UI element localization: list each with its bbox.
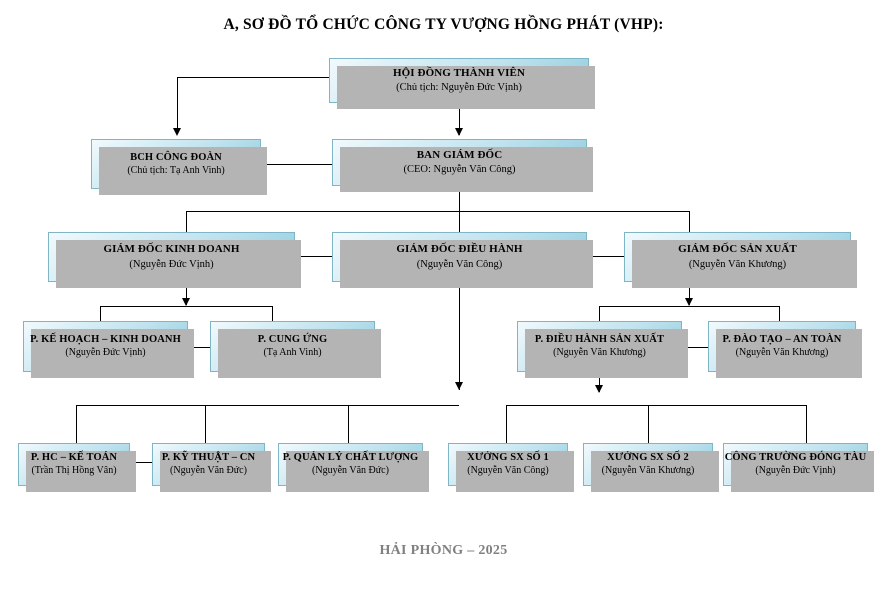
page-title: A, SƠ ĐỒ TỔ CHỨC CÔNG TY VƯỢNG HỒNG PHÁT… <box>223 16 664 33</box>
node-p-quan-ly-chat-luong[interactable]: P. QUẢN LÝ CHẤT LƯỢNG (Nguyễn Văn Đức) <box>278 443 429 492</box>
node-cong-truong-dong-tau[interactable]: CÔNG TRƯỜNG ĐÓNG TÀU (Nguyễn Đức Vịnh) <box>723 443 874 492</box>
connector-director-bus <box>186 211 689 212</box>
arrow-gdkd-down <box>182 298 190 306</box>
node-title: BCH CÔNG ĐOÀN <box>130 151 222 163</box>
node-title: HỘI ĐỒNG THÀNH VIÊN <box>393 66 525 79</box>
node-person: (Nguyễn Đức Vịnh) <box>65 347 146 359</box>
connector-gddh-down <box>459 282 460 390</box>
connector-bgd-down <box>459 186 460 211</box>
connector-bus-to-xsx2 <box>648 405 649 443</box>
node-person: (Nguyễn Văn Đức) <box>170 465 247 477</box>
connector-pkhkd-to-pcu <box>188 347 210 348</box>
node-title: GIÁM ĐỐC KINH DOANH <box>103 243 240 256</box>
node-person: (Nguyễn Văn Khương) <box>688 258 787 270</box>
node-person: (Nguyễn Văn Đức) <box>312 465 389 477</box>
node-title: CÔNG TRƯỜNG ĐÓNG TÀU <box>724 452 867 464</box>
node-person: (Chủ tịch: Tạ Anh Vinh) <box>127 164 225 176</box>
node-giam-doc-dieu-hanh[interactable]: GIÁM ĐỐC ĐIỀU HÀNH (Nguyễn Văn Công) <box>332 232 593 288</box>
node-person: (Trần Thị Hồng Vân) <box>31 465 117 477</box>
node-title: P. KỸ THUẬT – CN <box>161 452 256 464</box>
node-p-hc-ke-toan[interactable]: P. HC – KẾ TOÁN (Trần Thị Hồng Vân) <box>18 443 136 492</box>
connector-pdhsx-down <box>599 372 600 392</box>
node-xuong-sx-so-1[interactable]: XƯỞNG SX SỐ 1 (Nguyễn Văn Công) <box>448 443 574 492</box>
connector-gdkd-down <box>186 282 187 305</box>
arrow-hdtv-to-bch <box>173 128 181 136</box>
node-title: GIÁM ĐỐC ĐIỀU HÀNH <box>396 243 523 256</box>
node-title: BAN GIÁM ĐỐC <box>416 148 503 161</box>
connector-bus-to-pktcn <box>205 405 206 443</box>
connector-gdsx-down <box>689 282 690 305</box>
node-xuong-sx-so-2[interactable]: XƯỞNG SX SỐ 2 (Nguyễn Văn Khương) <box>583 443 719 492</box>
connector-gdkd-sub-bus <box>100 306 272 307</box>
arrow-pdhsx-down <box>595 385 603 393</box>
node-giam-doc-san-xuat[interactable]: GIÁM ĐỐC SẢN XUẤT (Nguyễn Văn Khương) <box>624 232 857 288</box>
node-title: XƯỞNG SX SỐ 2 <box>607 452 689 464</box>
connector-gdsx-bus-to-pdtat <box>779 306 780 321</box>
arrow-gdsx-down <box>685 298 693 306</box>
connector-bus-to-phckt <box>76 405 77 443</box>
node-title: P. ĐÀO TẠO – AN TOÀN <box>722 334 842 346</box>
node-p-ky-thuat-cn[interactable]: P. KỸ THUẬT – CN (Nguyễn Văn Đức) <box>152 443 271 492</box>
node-person: (Nguyễn Văn Công) <box>416 258 503 270</box>
node-person: (Nguyễn Văn Khương) <box>553 347 646 359</box>
node-p-cung-ung[interactable]: P. CUNG ỨNG (Tạ Anh Vinh) <box>210 321 381 378</box>
connector-pdhsx-to-pdtat <box>682 347 708 348</box>
connector-gdkd-to-gddh <box>295 256 332 257</box>
node-person: (Nguyễn Đức Vịnh) <box>755 465 836 477</box>
node-title: P. CUNG ỨNG <box>257 334 328 346</box>
connector-phckt-to-pktcn <box>130 462 152 463</box>
connector-bch-to-bgd <box>261 164 332 165</box>
connector-hdtv-to-bch-horizontal <box>177 77 329 78</box>
node-ban-giam-doc[interactable]: BAN GIÁM ĐỐC (CEO: Nguyễn Văn Công) <box>332 139 593 192</box>
connector-hdtv-to-bgd <box>459 103 460 135</box>
node-title: P. ĐIỀU HÀNH SẢN XUẤT <box>534 334 665 346</box>
node-person: (Nguyễn Văn Khương) <box>735 347 829 359</box>
node-p-dieu-hanh-san-xuat[interactable]: P. ĐIỀU HÀNH SẢN XUẤT (Nguyễn Văn Khương… <box>517 321 688 378</box>
connector-bus-to-xsx1 <box>506 405 507 443</box>
connector-gdsx-bus-to-pdhsx <box>599 306 600 321</box>
node-person: (CEO: Nguyễn Văn Công) <box>403 164 516 176</box>
node-person: (Tạ Anh Vinh) <box>263 347 322 359</box>
arrow-hdtv-to-bgd <box>455 128 463 136</box>
node-person: (Chủ tịch: Nguyễn Đức Vịnh) <box>396 82 522 94</box>
connector-gdkd-bus-to-pcu <box>272 306 273 321</box>
connector-gddh-to-gdsx <box>587 256 624 257</box>
node-person: (Nguyễn Văn Công) <box>467 465 549 477</box>
connector-bus-to-gddh <box>459 211 460 232</box>
node-title: P. HC – KẾ TOÁN <box>30 452 118 464</box>
node-giam-doc-kinh-doanh[interactable]: GIÁM ĐỐC KINH DOANH (Nguyễn Đức Vịnh) <box>48 232 301 288</box>
node-p-ke-hoach-kinh-doanh[interactable]: P. KẾ HOẠCH – KINH DOANH (Nguyễn Đức Vịn… <box>23 321 194 378</box>
arrow-gddh-down <box>455 382 463 390</box>
connector-bus-to-gdsx <box>689 211 690 232</box>
node-bch-cong-doan[interactable]: BCH CÔNG ĐOÀN (Chủ tịch: Tạ Anh Vinh) <box>91 139 267 195</box>
node-title: GIÁM ĐỐC SẢN XUẤT <box>678 243 797 256</box>
connector-bus-to-ctdt <box>806 405 807 443</box>
connector-hdtv-to-bch-vertical <box>177 77 178 131</box>
page-footer: HẢI PHÒNG – 2025 <box>379 543 508 558</box>
node-title: P. QUẢN LÝ CHẤT LƯỢNG <box>282 452 419 464</box>
node-person: (Nguyễn Văn Khương) <box>601 465 695 477</box>
connector-gdsx-sub-bus <box>599 306 779 307</box>
connector-bottom-left-bus <box>76 405 459 406</box>
connector-bottom-right-bus <box>506 405 806 406</box>
node-title: XƯỞNG SX SỐ 1 <box>467 452 549 464</box>
connector-bus-to-gdkd <box>186 211 187 232</box>
node-person: (Nguyễn Đức Vịnh) <box>129 258 214 270</box>
node-title: P. KẾ HOẠCH – KINH DOANH <box>30 334 181 346</box>
connector-bus-to-pqlcl <box>348 405 349 443</box>
node-p-dao-tao-an-toan[interactable]: P. ĐÀO TẠO – AN TOÀN (Nguyễn Văn Khương) <box>708 321 862 378</box>
connector-gdkd-bus-to-pkhkd <box>100 306 101 321</box>
node-hoi-dong-thanh-vien[interactable]: HỘI ĐỒNG THÀNH VIÊN (Chủ tịch: Nguyễn Đứ… <box>329 58 595 109</box>
